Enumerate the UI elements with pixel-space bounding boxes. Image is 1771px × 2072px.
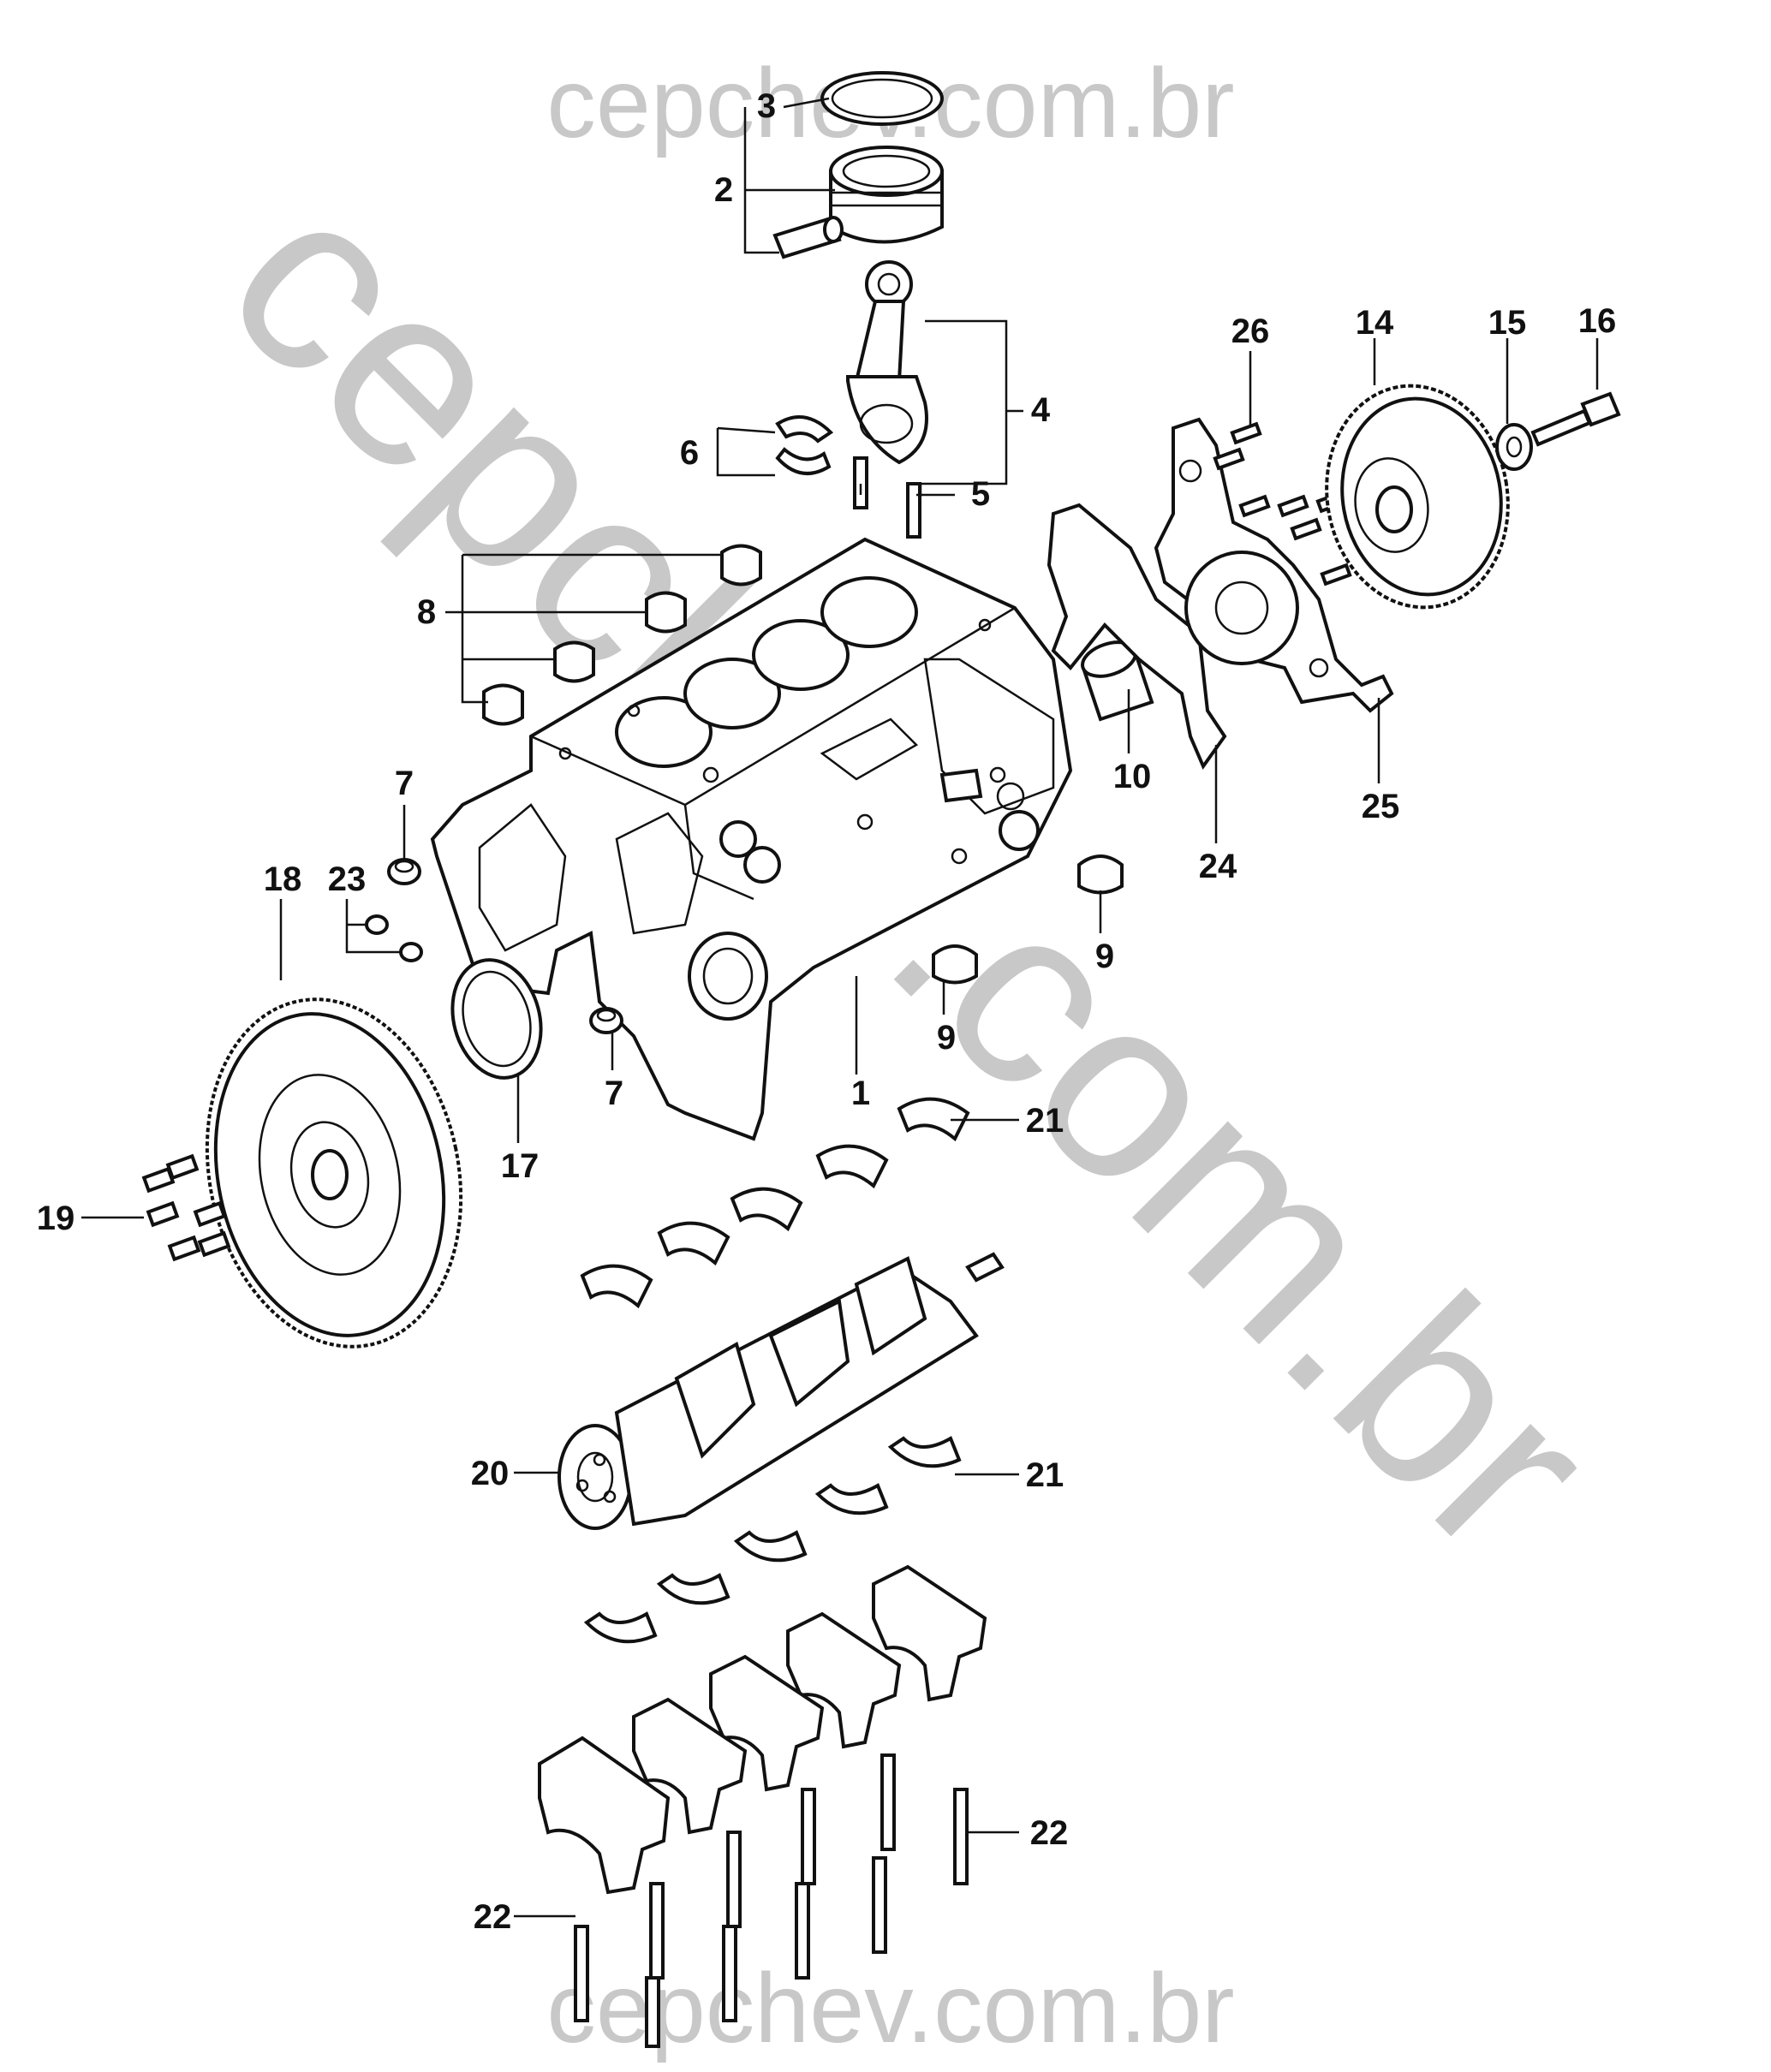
rear-main-seal (450, 958, 543, 1080)
callout-6: 6 (680, 434, 699, 472)
main-bearings-upper (580, 1097, 970, 1309)
piston-ring (820, 71, 944, 126)
leader-lines (81, 97, 1599, 1918)
thrust-washers (932, 854, 1124, 985)
callout-22-right: 22 (1030, 1814, 1069, 1852)
sprocket-washer (1495, 423, 1533, 471)
callout-16: 16 (1578, 302, 1617, 340)
callout-15: 15 (1488, 304, 1527, 342)
callout-5: 5 (971, 475, 990, 513)
callout-1: 1 (851, 1075, 870, 1112)
core-plug-upper (387, 858, 421, 885)
callout-23: 23 (328, 860, 367, 898)
callout-8: 8 (417, 593, 436, 631)
cam-bearings (482, 544, 762, 726)
core-plug-lower (589, 1007, 623, 1034)
callout-22-left: 22 (474, 1898, 512, 1936)
main-bearings-lower (583, 1436, 962, 1644)
crank-sprocket (1325, 384, 1510, 610)
callout-9-upper: 9 (1095, 938, 1114, 975)
callout-7-upper: 7 (395, 765, 414, 802)
callout-14: 14 (1356, 304, 1394, 342)
callout-9-lower: 9 (937, 1019, 956, 1057)
main-bearing-caps (538, 1564, 987, 1895)
engine-block (430, 537, 1073, 1141)
connecting-rod (846, 260, 928, 465)
callout-21-upper: 21 (1026, 1102, 1064, 1140)
callout-3: 3 (757, 87, 776, 125)
crankshaft (558, 1252, 1005, 1530)
flywheel (205, 997, 463, 1349)
callout-10: 10 (1113, 758, 1152, 795)
small-plugs (365, 914, 423, 962)
callout-2: 2 (714, 171, 733, 209)
crank-bolt (1530, 391, 1621, 447)
flywheel-bolts (141, 1153, 231, 1262)
oil-pump (1154, 417, 1394, 713)
piston-pin (772, 216, 844, 259)
callout-26: 26 (1231, 313, 1270, 350)
callout-21-lower: 21 (1026, 1456, 1064, 1494)
callout-7-lower: 7 (605, 1075, 623, 1112)
callout-18: 18 (264, 860, 302, 898)
callout-17: 17 (501, 1147, 540, 1185)
callout-25: 25 (1362, 788, 1400, 825)
front-gasket (1046, 503, 1227, 771)
callout-19: 19 (37, 1200, 75, 1237)
callout-24: 24 (1199, 848, 1237, 885)
rod-bearing-shells (775, 415, 834, 475)
callout-20: 20 (471, 1455, 510, 1492)
rod-bolts (853, 456, 921, 539)
main-bearing-bolts (574, 1753, 969, 2048)
callout-labels: 3 2 4 5 6 8 7 7 18 23 17 1 9 9 10 24 25 … (37, 87, 1617, 1936)
callout-4: 4 (1031, 391, 1051, 429)
piston (829, 146, 944, 244)
crank-sleeve (1081, 640, 1154, 722)
